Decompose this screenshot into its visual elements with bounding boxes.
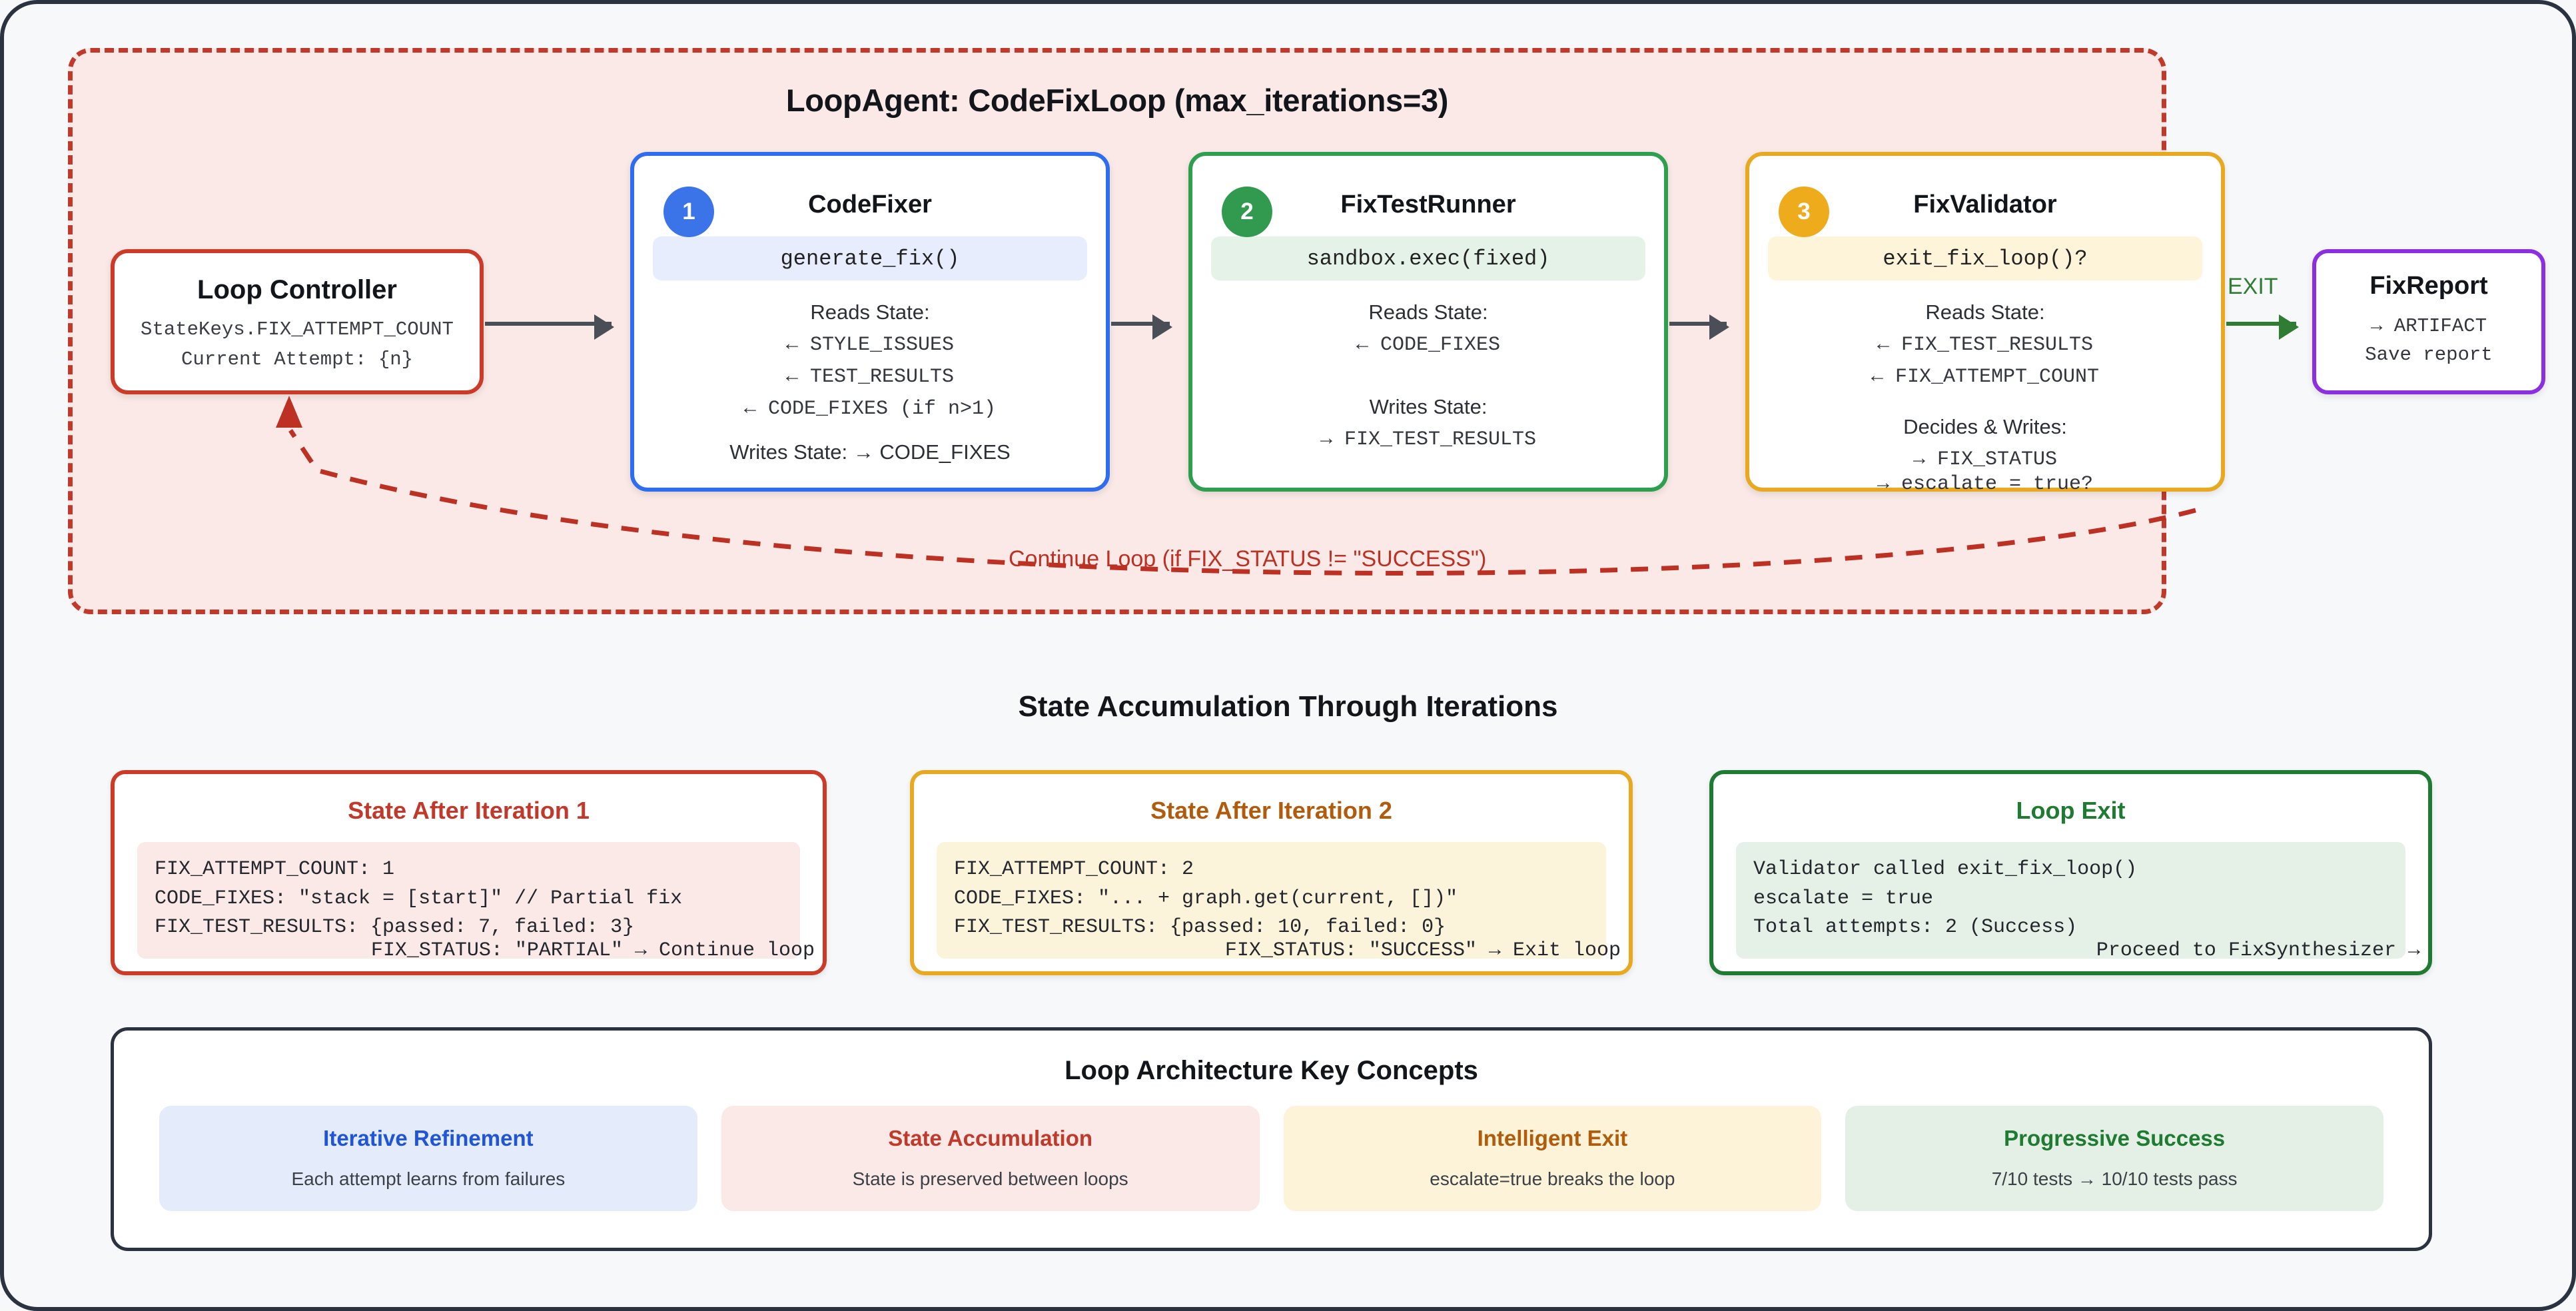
feedback-loop-label: Continue Loop (if FIX_STATUS != "SUCCESS… (1009, 546, 1487, 572)
reads-state-item: ← STYLE_ISSUES (785, 334, 955, 356)
writes-state-item: → FIX_TEST_RESULTS (1320, 428, 1537, 451)
key-concepts-panel: Loop Architecture Key Concepts Iterative… (111, 1027, 2432, 1251)
state-section-heading: State Accumulation Through Iterations (1018, 690, 1558, 723)
state-line: FIX_ATTEMPT_COUNT: 2 (954, 858, 1194, 881)
loop-controller-attempt: Current Attempt: {n} (181, 348, 414, 370)
agent-method-chip-fixvalidator: exit_fix_loop()? (1768, 236, 2202, 280)
key-concept-state-accumulation[interactable]: State Accumulation State is preserved be… (721, 1106, 1260, 1211)
state-line: CODE_FIXES: "... + graph.get(current, []… (954, 887, 1458, 910)
state-line: FIX_TEST_RESULTS: {passed: 7, failed: 3} (155, 916, 635, 939)
agent-node-fixvalidator[interactable]: 3 FixValidator exit_fix_loop()? Reads St… (1745, 152, 2225, 496)
agent-title-fixtestrunner: FixTestRunner (1340, 191, 1516, 218)
agent-step-badge-2: 2 (1222, 187, 1272, 237)
state-line: FIX_ATTEMPT_COUNT: 1 (155, 858, 395, 881)
agent-title-fixvalidator: FixValidator (1913, 191, 2057, 218)
agent-method-chip-codefixer: generate_fix() (653, 236, 1087, 280)
exit-label: EXIT (2228, 274, 2278, 299)
state-card-loop-exit[interactable]: Loop Exit Validator called exit_fix_loop… (1709, 770, 2432, 975)
writes-state-label-1: Writes State: → CODE_FIXES (729, 440, 1011, 464)
key-concept-desc: escalate=true breaks the loop (1430, 1168, 1675, 1189)
fixreport-title: FixReport (2369, 272, 2488, 300)
loop-controller-node[interactable]: Loop Controller StateKeys.FIX_ATTEMPT_CO… (111, 249, 484, 394)
reads-state-item: ← CODE_FIXES (if n>1) (743, 398, 997, 420)
agent-node-fixtestrunner[interactable]: 2 FixTestRunner sandbox.exec(fixed) Read… (1188, 152, 1668, 492)
reads-state-item: ← FIX_ATTEMPT_COUNT (1871, 366, 2100, 388)
loop-controller-title: Loop Controller (197, 275, 397, 304)
loop-agent-title: LoopAgent: CodeFixLoop (max_iterations=3… (785, 83, 1449, 118)
reads-state-item: ← TEST_RESULTS (785, 366, 955, 388)
key-concept-title: State Accumulation (888, 1126, 1093, 1150)
writes-state-label-2: Writes State: (1369, 395, 1488, 418)
agent-node-codefixer[interactable]: 1 CodeFixer generate_fix() Reads State: … (630, 152, 1110, 492)
key-concepts-row: Iterative Refinement Each attempt learns… (159, 1106, 2383, 1211)
state-line: escalate = true (1753, 887, 1934, 910)
escalate-overflow-text: → escalate = true? (1877, 473, 2094, 496)
fixreport-save: Save report (2365, 344, 2493, 366)
reads-state-item: ← CODE_FIXES (1356, 334, 1501, 356)
arrow-codefixer-to-testrunner (1111, 314, 1172, 340)
state-card-footer: FIX_STATUS: "SUCCESS" → Exit loop (1224, 939, 1621, 962)
agent-step-badge-1: 1 (663, 187, 714, 237)
reads-state-item: ← FIX_TEST_RESULTS (1877, 334, 2094, 356)
fixreport-artifact: → ARTIFACT (2370, 315, 2487, 337)
key-concept-intelligent-exit[interactable]: Intelligent Exit escalate=true breaks th… (1283, 1106, 1822, 1211)
state-card-title: Loop Exit (2016, 797, 2126, 824)
state-card-footer: FIX_STATUS: "PARTIAL" → Continue loop (370, 939, 815, 962)
key-concept-iterative-refinement[interactable]: Iterative Refinement Each attempt learns… (159, 1106, 697, 1211)
key-concept-desc: State is preserved between loops (852, 1168, 1128, 1189)
key-concept-desc: 7/10 tests → 10/10 tests pass (1991, 1168, 2238, 1189)
reads-state-label-3: Reads State: (1925, 300, 2045, 324)
arrow-testrunner-to-validator (1669, 314, 1729, 340)
state-line: Total attempts: 2 (Success) (1753, 916, 2078, 939)
key-concept-title: Progressive Success (2004, 1126, 2226, 1150)
state-card-iteration-2[interactable]: State After Iteration 2 FIX_ATTEMPT_COUN… (910, 770, 1633, 975)
state-line: CODE_FIXES: "stack = [start]" // Partial… (155, 887, 683, 910)
fixreport-node[interactable]: FixReport → ARTIFACT Save report (2312, 249, 2545, 394)
key-concept-title: Intelligent Exit (1477, 1126, 1628, 1150)
decides-writes-label: Decides & Writes: (1903, 415, 2067, 438)
key-concepts-heading: Loop Architecture Key Concepts (1065, 1056, 1478, 1085)
agent-method-chip-fixtestrunner: sandbox.exec(fixed) (1211, 236, 1645, 280)
state-card-title: State After Iteration 2 (1150, 797, 1392, 824)
reads-state-label-1: Reads State: (810, 300, 930, 324)
state-card-code: Validator called exit_fix_loop() escalat… (1736, 842, 2405, 959)
state-line: FIX_TEST_RESULTS: {passed: 10, failed: 0… (954, 916, 1446, 939)
agent-title-codefixer: CodeFixer (808, 191, 932, 218)
agent-step-badge-3: 3 (1779, 187, 1829, 237)
state-line: Validator called exit_fix_loop() (1753, 858, 2138, 881)
arrow-controller-to-codefixer (485, 314, 614, 340)
reads-state-label-2: Reads State: (1368, 300, 1488, 324)
arrow-validator-to-report (2226, 314, 2299, 340)
key-concept-title: Iterative Refinement (323, 1126, 534, 1150)
state-card-iteration-1[interactable]: State After Iteration 1 FIX_ATTEMPT_COUN… (111, 770, 827, 975)
state-card-code: FIX_ATTEMPT_COUNT: 1 CODE_FIXES: "stack … (137, 842, 800, 959)
state-card-title: State After Iteration 1 (348, 797, 590, 824)
key-concept-progressive-success[interactable]: Progressive Success 7/10 tests → 10/10 t… (1845, 1106, 2383, 1211)
key-concept-desc: Each attempt learns from failures (291, 1168, 566, 1189)
writes-state-item: → FIX_STATUS (1913, 448, 2058, 471)
state-card-code: FIX_ATTEMPT_COUNT: 2 CODE_FIXES: "... + … (937, 842, 1606, 959)
state-card-footer: Proceed to FixSynthesizer → (2096, 939, 2420, 962)
loop-controller-statekey: StateKeys.FIX_ATTEMPT_COUNT (141, 318, 454, 340)
